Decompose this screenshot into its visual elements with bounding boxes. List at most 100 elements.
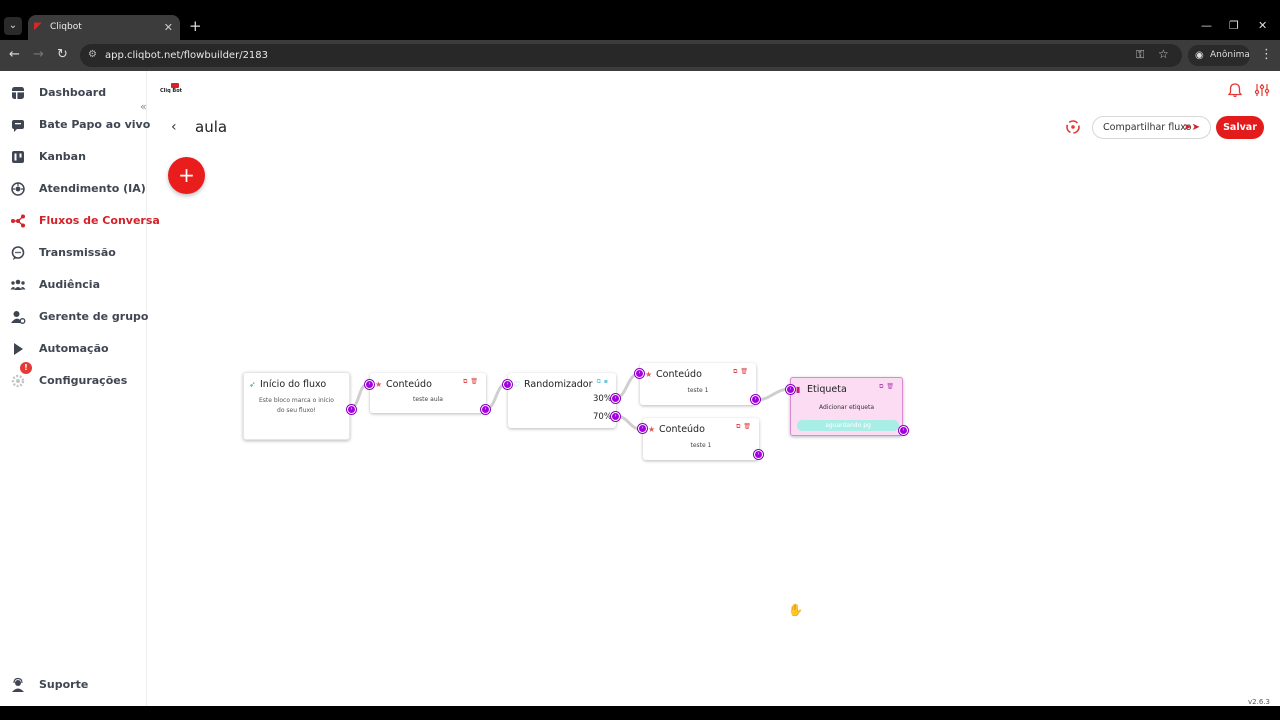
version-label: v2.6.3	[1248, 698, 1270, 706]
new-tab-button[interactable]: +	[189, 17, 202, 35]
randomizer-title: Randomizador	[524, 379, 593, 390]
content-node-1[interactable]: ★ Conteúdo ⧉🗑 teste aula › ›	[365, 373, 490, 414]
connection-split-a-content2	[615, 372, 639, 400]
start-node-body-line1: Este bloco marca o início	[259, 397, 334, 404]
logo-text: Cliq Bot	[160, 88, 183, 94]
broadcast-icon	[11, 246, 25, 260]
node-tools[interactable]: ⧉🗑	[733, 368, 751, 375]
tag-pill[interactable]: aguardando pg	[797, 420, 899, 431]
save-button[interactable]: Salvar	[1216, 116, 1264, 139]
bell-icon[interactable]	[1227, 82, 1243, 98]
content3-output-handle[interactable]: ›	[754, 450, 763, 459]
url-text[interactable]: app.cliqbot.net/flowbuilder/2183	[105, 50, 269, 61]
sidebar-item-support[interactable]: Suporte	[10, 674, 146, 696]
incognito-profile-button[interactable]: ◉ Anônima	[1188, 45, 1250, 66]
sliders-icon[interactable]	[1254, 82, 1270, 98]
sidebar-item-label: Automação	[39, 342, 109, 355]
sidebar-item-settings[interactable]: ! Configurações	[10, 362, 146, 392]
split-b-percent: 70%	[593, 412, 612, 422]
sidebar-item-flows[interactable]: Fluxos de Conversa	[10, 210, 160, 232]
content-node-3[interactable]: ★ Conteúdo ⧉🗑 teste 1 › ›	[638, 418, 763, 460]
star-icon: ★	[375, 380, 383, 389]
page-title: aula	[195, 118, 228, 136]
sidebar-item-label: Kanban	[39, 150, 86, 163]
sidebar-item-kanban[interactable]: Kanban	[10, 146, 146, 168]
tag-node[interactable]: ▮ Etiqueta ⧉🗑 Adicionar etiqueta aguarda…	[786, 377, 908, 436]
address-bar[interactable]: ⚙ app.cliqbot.net/flowbuilder/2183 ⚿ ☆	[80, 44, 1182, 67]
sidebar-item-label: Audiência	[39, 278, 100, 291]
sidebar-item-dashboard[interactable]: Dashboard	[10, 82, 146, 104]
close-tab-icon[interactable]: ✕	[163, 21, 173, 34]
bookmark-star-icon[interactable]: ☆	[1158, 47, 1169, 61]
browser-tab-title: Cliqbot	[50, 22, 82, 32]
content1-input-handle[interactable]: ›	[365, 380, 374, 389]
start-node[interactable]: ➶ Início do fluxo Este bloco marca o iní…	[243, 372, 356, 440]
star-icon: ★	[645, 370, 653, 379]
restore-icon[interactable]: ❐	[1229, 19, 1239, 32]
browser-toolbar: ← → ↻ ⚙ app.cliqbot.net/flowbuilder/2183…	[0, 40, 1280, 71]
node-tools[interactable]: ⧉🗑	[463, 378, 481, 385]
content2-input-handle[interactable]: ›	[635, 369, 644, 378]
dashboard-icon	[12, 87, 24, 99]
app-window: Dashboard Bate Papo ao vivo Kanban Atend…	[0, 71, 1280, 706]
ai-brain-icon	[11, 182, 25, 196]
forward-arrow-icon[interactable]: →	[33, 47, 44, 62]
sidebar: Dashboard Bate Papo ao vivo Kanban Atend…	[0, 71, 160, 706]
sync-icon[interactable]	[1064, 118, 1082, 136]
sidebar-item-broadcast[interactable]: Transmissão	[10, 242, 146, 264]
gear-icon	[11, 374, 25, 388]
randomizer-input-handle[interactable]: ›	[503, 380, 512, 389]
hand-cursor-icon: ✋	[788, 603, 803, 617]
sidebar-item-label: Fluxos de Conversa	[39, 214, 160, 227]
sidebar-item-label: Transmissão	[39, 246, 116, 259]
flow-icon	[11, 214, 25, 228]
sidebar-item-audience[interactable]: Audiência	[10, 274, 146, 296]
share-flow-label: Compartilhar fluxo	[1103, 122, 1192, 133]
collapse-sidebar-icon[interactable]: «	[140, 100, 147, 113]
node-tools[interactable]: ⧉🗑	[736, 423, 754, 430]
randomizer-icon: ♡	[513, 380, 521, 389]
content2-output-handle[interactable]: ›	[751, 395, 760, 404]
content3-input-handle[interactable]: ›	[638, 424, 647, 433]
connection-content1-randomizer	[485, 382, 507, 411]
sidebar-item-live-chat[interactable]: Bate Papo ao vivo	[10, 114, 150, 136]
tab-search-button[interactable]: ⌄	[4, 17, 22, 35]
tag-node-body: Adicionar etiqueta	[818, 404, 874, 411]
content-node-3-title: Conteúdo	[659, 424, 705, 435]
back-chevron-icon[interactable]: ‹	[171, 119, 177, 135]
sidebar-item-label: Gerente de grupo	[39, 310, 149, 323]
add-block-button[interactable]: +	[168, 157, 205, 194]
split-b-output-handle[interactable]: ›	[611, 412, 620, 421]
content1-output-handle[interactable]: ›	[481, 405, 490, 414]
sidebar-item-group-manager[interactable]: Gerente de grupo	[10, 306, 149, 328]
sidebar-item-label: Bate Papo ao vivo	[39, 118, 151, 131]
reload-icon[interactable]: ↻	[57, 47, 68, 62]
audience-icon	[10, 279, 26, 290]
node-tools[interactable]: ⧉🗑	[879, 383, 897, 390]
settings-alert-badge: !	[20, 362, 32, 374]
content-node-2[interactable]: ★ Conteúdo ⧉🗑 teste 1 › ›	[635, 363, 760, 405]
minimize-icon[interactable]: —	[1201, 19, 1212, 32]
start-output-handle[interactable]: ›	[347, 405, 356, 414]
browser-tab[interactable]: ◤ Cliqbot ✕	[28, 15, 180, 40]
randomizer-node[interactable]: ♡ Randomizador ⧉▪ 30% 70% › › ›	[503, 373, 620, 428]
tag-input-handle[interactable]: ›	[786, 385, 795, 394]
tag-output-handle[interactable]: ›	[899, 426, 908, 435]
password-key-icon[interactable]: ⚿	[1136, 48, 1145, 61]
browser-menu-icon[interactable]: ⋮	[1260, 47, 1273, 62]
site-info-icon[interactable]: ⚙	[88, 49, 97, 60]
close-window-icon[interactable]: ✕	[1258, 19, 1268, 32]
node-tools[interactable]: ⧉▪	[596, 378, 611, 385]
start-node-body-line2: do seu fluxo!	[277, 407, 316, 414]
support-agent-icon	[12, 677, 24, 692]
back-arrow-icon[interactable]: ←	[9, 47, 20, 62]
content-node-1-body: teste aula	[413, 396, 443, 403]
sidebar-item-ai-support[interactable]: Atendimento (IA)	[10, 178, 146, 200]
chat-icon	[12, 120, 24, 132]
sidebar-item-automation[interactable]: Automação	[10, 338, 146, 360]
split-a-output-handle[interactable]: ›	[611, 394, 620, 403]
incognito-icon: ◉	[1195, 50, 1204, 61]
share-flow-button[interactable]: Compartilhar fluxo ➤➤	[1092, 116, 1211, 139]
flow-canvas[interactable]: ➶ Início do fluxo Este bloco marca o iní…	[148, 151, 1280, 706]
content-node-1-title: Conteúdo	[386, 379, 432, 390]
